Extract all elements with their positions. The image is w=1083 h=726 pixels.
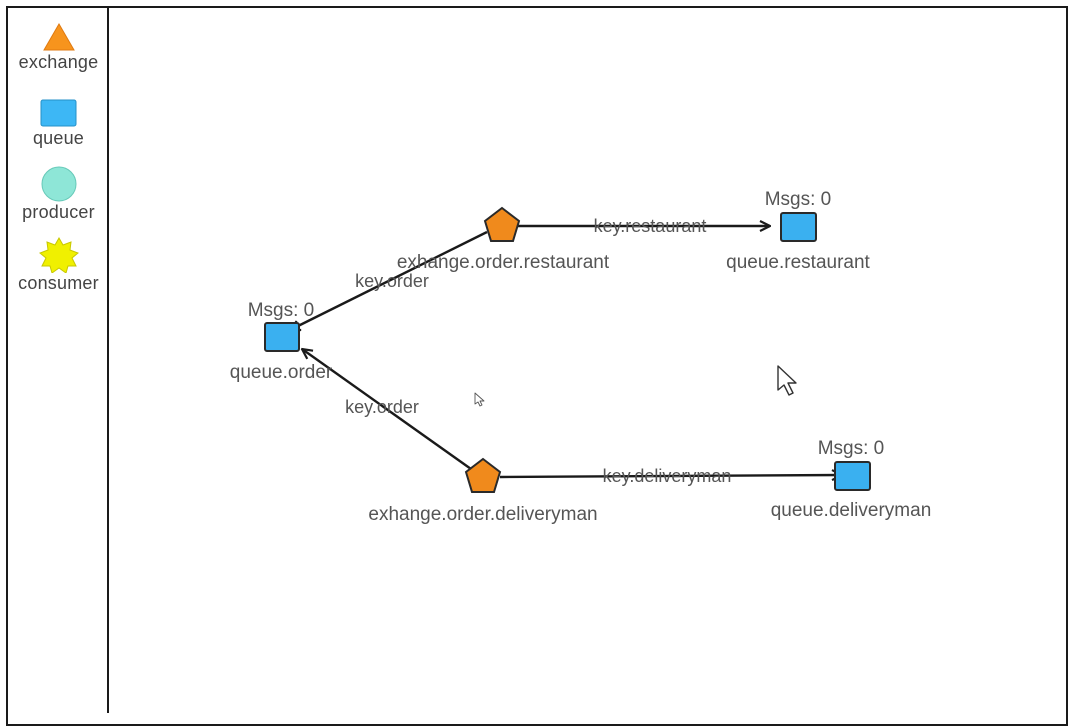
legend-item-consumer[interactable]: consumer [8,237,109,294]
exchange-node-deliveryman[interactable]: exhange.order.deliveryman [368,457,598,525]
exchange-label-restaurant: exhange.order.restaurant [397,252,610,273]
legend-label-exchange: exchange [18,52,99,72]
edge-label-key-order-upper: key.order [355,271,429,291]
circle-icon [41,166,76,202]
pentagon-icon [483,206,521,242]
queue-label-deliveryman: queue.deliveryman [771,500,932,521]
legend-panel: exchange queue producer consumer [8,8,109,713]
edge-label-key-deliveryman: key.deliveryman [603,466,732,486]
legend-label-queue: queue [32,128,85,148]
diagram-frame [6,6,1068,726]
queue-square-icon [834,461,871,491]
queue-msgs-restaurant: Msgs: 0 [765,189,832,210]
legend-label-consumer: consumer [18,273,99,293]
mouse-cursor-icon [777,365,797,396]
queue-node-deliveryman[interactable]: Msgs: 0 queue.deliveryman [771,438,932,521]
queue-square-icon [780,212,817,242]
exchange-label-deliveryman: exhange.order.deliveryman [368,504,597,525]
exchange-node-restaurant[interactable]: exhange.order.restaurant [397,206,610,273]
edge-restaurant-to-queue-order[interactable] [290,230,488,330]
queue-label-restaurant: queue.restaurant [726,252,870,273]
legend-item-exchange[interactable]: exchange [8,22,109,73]
queue-label-order: queue.order [230,362,333,383]
edge-label-key-order-lower: key.order [345,397,419,417]
small-cursor-icon [474,392,485,407]
legend-item-producer[interactable]: producer [8,166,109,223]
queue-square-icon [264,322,300,352]
square-icon [40,99,76,127]
triangle-icon [42,22,75,51]
pentagon-icon [464,457,502,493]
queue-node-order[interactable]: Msgs: 0 queue.order [230,300,333,383]
legend-label-producer: producer [22,202,95,222]
queue-msgs-deliveryman: Msgs: 0 [818,438,885,459]
starburst-icon [38,237,79,273]
queue-node-restaurant[interactable]: Msgs: 0 queue.restaurant [726,189,870,273]
queue-msgs-order: Msgs: 0 [248,300,315,321]
edge-label-key-restaurant: key.restaurant [594,216,707,236]
edge-deliveryman-to-queue-deliveryman[interactable] [499,475,842,477]
edge-deliveryman-to-queue-order[interactable] [302,349,472,470]
legend-item-queue[interactable]: queue [8,98,109,149]
